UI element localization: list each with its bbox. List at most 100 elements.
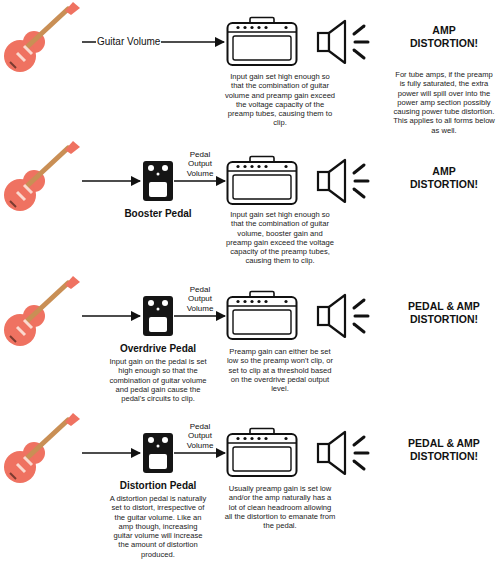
icon-part (149, 182, 167, 197)
icon-part (318, 172, 329, 190)
amp-icon (226, 291, 298, 341)
description-text: For tube amps, if the preamp is fully sa… (392, 70, 496, 135)
icon-part (318, 307, 329, 325)
icon-part (228, 442, 297, 443)
icon-part (354, 461, 364, 469)
pedal-box: Distortion PedalA distortion pedal is na… (142, 432, 174, 474)
guitar (4, 413, 80, 483)
speaker-box: AMP DISTORTION!For tube amps, if the pre… (316, 18, 378, 66)
signal-arrow (174, 452, 225, 454)
amp-box: Input gain set high enough so that the c… (226, 156, 298, 206)
icon-part (264, 437, 267, 440)
result-label: AMP DISTORTION! (404, 165, 484, 190)
flow-label: Guitar Volume (96, 36, 161, 48)
icon-part (162, 437, 168, 443)
icon-part (257, 26, 260, 29)
signal-arrow (174, 315, 225, 317)
icon-part (250, 437, 253, 440)
description-text: Input gain on the pedal is set high enou… (109, 357, 207, 403)
icon-part (243, 165, 246, 168)
icon-part (329, 295, 345, 337)
pedal-name: Booster Pedal (112, 208, 204, 220)
speaker-box: PEDAL & AMP DISTORTION! (316, 429, 378, 477)
icon-part (236, 437, 239, 440)
amp-icon (226, 428, 298, 478)
icon-part (236, 26, 239, 29)
icon-part (149, 317, 167, 332)
icon-part (243, 300, 246, 303)
icon-part (233, 310, 291, 334)
description-text: Input gain set high enough so that the c… (224, 210, 336, 266)
icon-part (236, 300, 239, 303)
icon-part (243, 26, 246, 29)
icon-part (257, 165, 260, 168)
icon-part (162, 165, 168, 171)
amp-icon (226, 17, 298, 67)
icon-part (233, 447, 291, 471)
icon-part (148, 437, 154, 443)
icon-part (257, 437, 260, 440)
icon-part (354, 165, 364, 173)
pedal-name: Overdrive Pedal (112, 343, 204, 355)
icon-part (257, 300, 260, 303)
speaker-icon (316, 292, 378, 340)
amp-box: Usually preamp gain is set low and/or th… (226, 428, 298, 478)
icon-part (149, 454, 167, 469)
description-text: Preamp gain can either be set low so the… (224, 347, 336, 393)
amp-box: Preamp gain can either be set low so the… (226, 291, 298, 341)
icon-part (250, 26, 253, 29)
speaker-box: PEDAL & AMP DISTORTION! (316, 292, 378, 340)
speaker-icon (316, 429, 378, 477)
icon-part (143, 296, 173, 336)
icon-part (250, 300, 253, 303)
pedal-icon (142, 432, 174, 474)
icon-part (243, 437, 246, 440)
result-label: PEDAL & AMP DISTORTION! (398, 437, 490, 462)
speaker-icon (316, 157, 378, 205)
pedal-icon (142, 160, 174, 202)
icon-part (143, 433, 173, 473)
amp-box: Input gain set high enough so that the c… (226, 17, 298, 67)
pedal-box: Overdrive PedalInput gain on the pedal i… (142, 295, 174, 337)
icon-part (228, 162, 297, 204)
guitar (4, 276, 80, 346)
icon-part (284, 26, 287, 29)
signal-arrow (82, 180, 140, 182)
icon-part (228, 31, 297, 32)
icon-part (228, 434, 297, 476)
description-text: Usually preamp gain is set low and/or th… (224, 484, 336, 530)
speaker-box: AMP DISTORTION! (316, 157, 378, 205)
signal-arrow (174, 180, 225, 182)
icon-part (354, 26, 364, 34)
guitar (4, 2, 80, 72)
icon-part (228, 305, 297, 306)
amp-icon (226, 156, 298, 206)
icon-part (236, 165, 239, 168)
icon-part (228, 297, 297, 339)
icon-part (228, 23, 297, 65)
result-label: PEDAL & AMP DISTORTION! (398, 300, 490, 325)
pedal-box: Booster Pedal (142, 160, 174, 202)
pedal-name: Distortion Pedal (112, 480, 204, 492)
icon-part (228, 170, 297, 171)
guitar (4, 141, 80, 211)
icon-part (264, 165, 267, 168)
icon-part (162, 300, 168, 306)
icon-part (354, 189, 364, 197)
icon-part (157, 173, 160, 176)
icon-part (329, 160, 345, 202)
icon-part (148, 300, 154, 306)
icon-part (284, 300, 287, 303)
icon-part (233, 36, 291, 60)
description-text: A distortion pedal is naturally set to d… (109, 494, 207, 559)
icon-part (355, 41, 368, 44)
icon-part (354, 437, 364, 445)
icon-part (355, 315, 368, 318)
icon-part (329, 21, 345, 63)
icon-part (250, 165, 253, 168)
signal-arrow (82, 315, 140, 317)
icon-part (157, 308, 160, 311)
icon-part (355, 452, 368, 455)
